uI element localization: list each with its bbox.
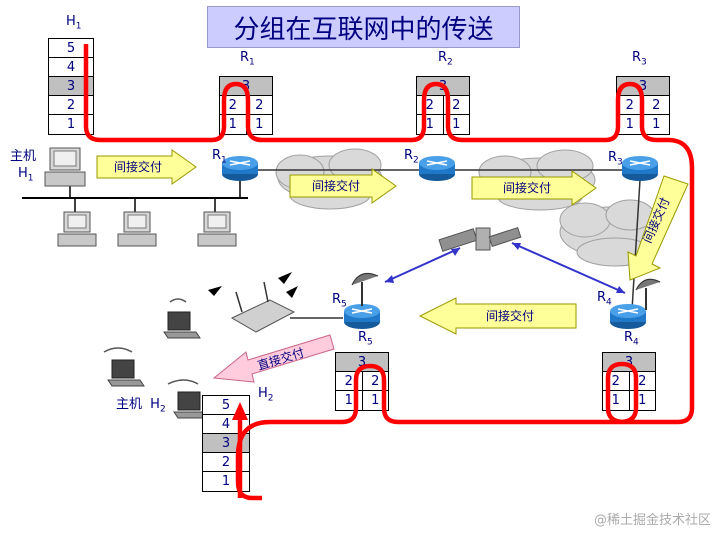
layer-cell: 1 [417, 115, 444, 134]
layer-cell: 3 [220, 77, 272, 96]
router-r1-icon [222, 156, 258, 181]
host-h2-caption: 主机 H2 [116, 397, 166, 415]
router-stack-label: R5 [358, 330, 373, 348]
router-stack-label: R3 [632, 50, 647, 68]
layer-cell: 3 [417, 77, 469, 96]
watermark: @稀土掘金技术社区 [593, 513, 711, 528]
router-stack-label: R4 [624, 330, 639, 348]
layer-cell: 1 [220, 115, 247, 134]
layer-cell: 1 [371, 393, 380, 408]
host-h1-stack: 5 4 3 2 1 [48, 38, 94, 135]
host-h1-label: H1 [66, 14, 82, 32]
layer-cell: 1 [652, 117, 661, 132]
layer-cell: 2 [336, 372, 363, 390]
layer-cell: 2 [417, 96, 444, 114]
layer-cell: 2 [255, 97, 264, 113]
indirect-delivery-label: 间接交付 [486, 308, 534, 323]
layer-cell: 5 [49, 39, 93, 58]
layer-cell: 3 [336, 353, 388, 372]
layer-cell: 4 [49, 58, 93, 77]
router-icon-label: R2 [404, 148, 419, 166]
layer-cell: 2 [652, 97, 661, 113]
router-r3-icon [622, 156, 658, 181]
layer-cell: 3 [617, 77, 669, 96]
laptop-icon [163, 298, 201, 339]
layer-cell: 2 [203, 453, 249, 472]
host-h2-label: H2 [258, 386, 274, 404]
layer-cell: 2 [617, 96, 644, 114]
router-stack-label: R1 [240, 50, 255, 68]
layer-cell: 2 [638, 373, 647, 389]
satellite-icon [438, 226, 522, 252]
layer-cell: 1 [452, 117, 461, 132]
host-caption-main: 主机 [116, 397, 143, 412]
link-arrowhead [385, 275, 394, 283]
host-h1-computer-icon [44, 147, 86, 187]
layer-cell: 2 [49, 96, 93, 115]
layer-cell: 1 [617, 115, 644, 134]
indirect-delivery-arrow: 间接交付 [96, 149, 197, 185]
lan-computer-icon [117, 211, 157, 247]
router-icon-label: R4 [597, 290, 612, 308]
router-r2-icon [419, 156, 455, 181]
host-caption-main: 主机 [10, 149, 37, 164]
direct-delivery-arrow: 直接交付 [212, 334, 335, 383]
layer-cell: 1 [336, 391, 363, 410]
router-r5-icon [344, 304, 380, 329]
dish-antenna-icon [351, 273, 379, 306]
indirect-delivery-arrow: 间接交付 [418, 297, 577, 335]
layer-cell: 2 [603, 372, 630, 390]
layer-cell: 1 [255, 117, 264, 132]
indirect-delivery-label: 间接交付 [503, 180, 551, 195]
layer-cell: 5 [203, 396, 249, 415]
layer-cell: 3 [203, 434, 249, 453]
layer-cell: 3 [49, 77, 93, 96]
layer-cell: 1 [221, 474, 231, 489]
indirect-delivery-label: 间接交付 [312, 178, 360, 193]
layer-cell: 4 [203, 415, 249, 434]
laptop-icon [103, 347, 145, 387]
direct-delivery-label: 直接交付 [256, 345, 306, 373]
wireless-access-point-icon [208, 272, 298, 333]
lan-computer-icon [57, 211, 97, 247]
indirect-delivery-label: 间接交付 [114, 159, 162, 174]
router-r4-icon [610, 304, 646, 329]
layer-cell: 2 [220, 96, 247, 114]
layer-cell: 2 [371, 373, 380, 389]
page-title: 分组在互联网中的传送 [207, 6, 520, 48]
router-icon-label: R5 [332, 292, 347, 310]
host-h1-caption: 主机 H1 [10, 149, 37, 184]
layer-cell: 1 [638, 393, 647, 408]
lan-computer-icon [197, 211, 237, 247]
dish-antenna-icon [635, 278, 661, 310]
layer-cell: 3 [603, 353, 655, 372]
host-h2-stack: 5 4 3 2 1 [202, 395, 250, 492]
satellite-link-left [384, 247, 461, 283]
router-stack-label: R2 [438, 50, 453, 68]
layer-cell: 2 [452, 97, 461, 113]
router-icon-label: R1 [212, 148, 227, 166]
router-icon-label: R3 [608, 150, 623, 168]
layer-cell: 1 [603, 391, 630, 410]
layer-cell: 1 [66, 117, 76, 132]
